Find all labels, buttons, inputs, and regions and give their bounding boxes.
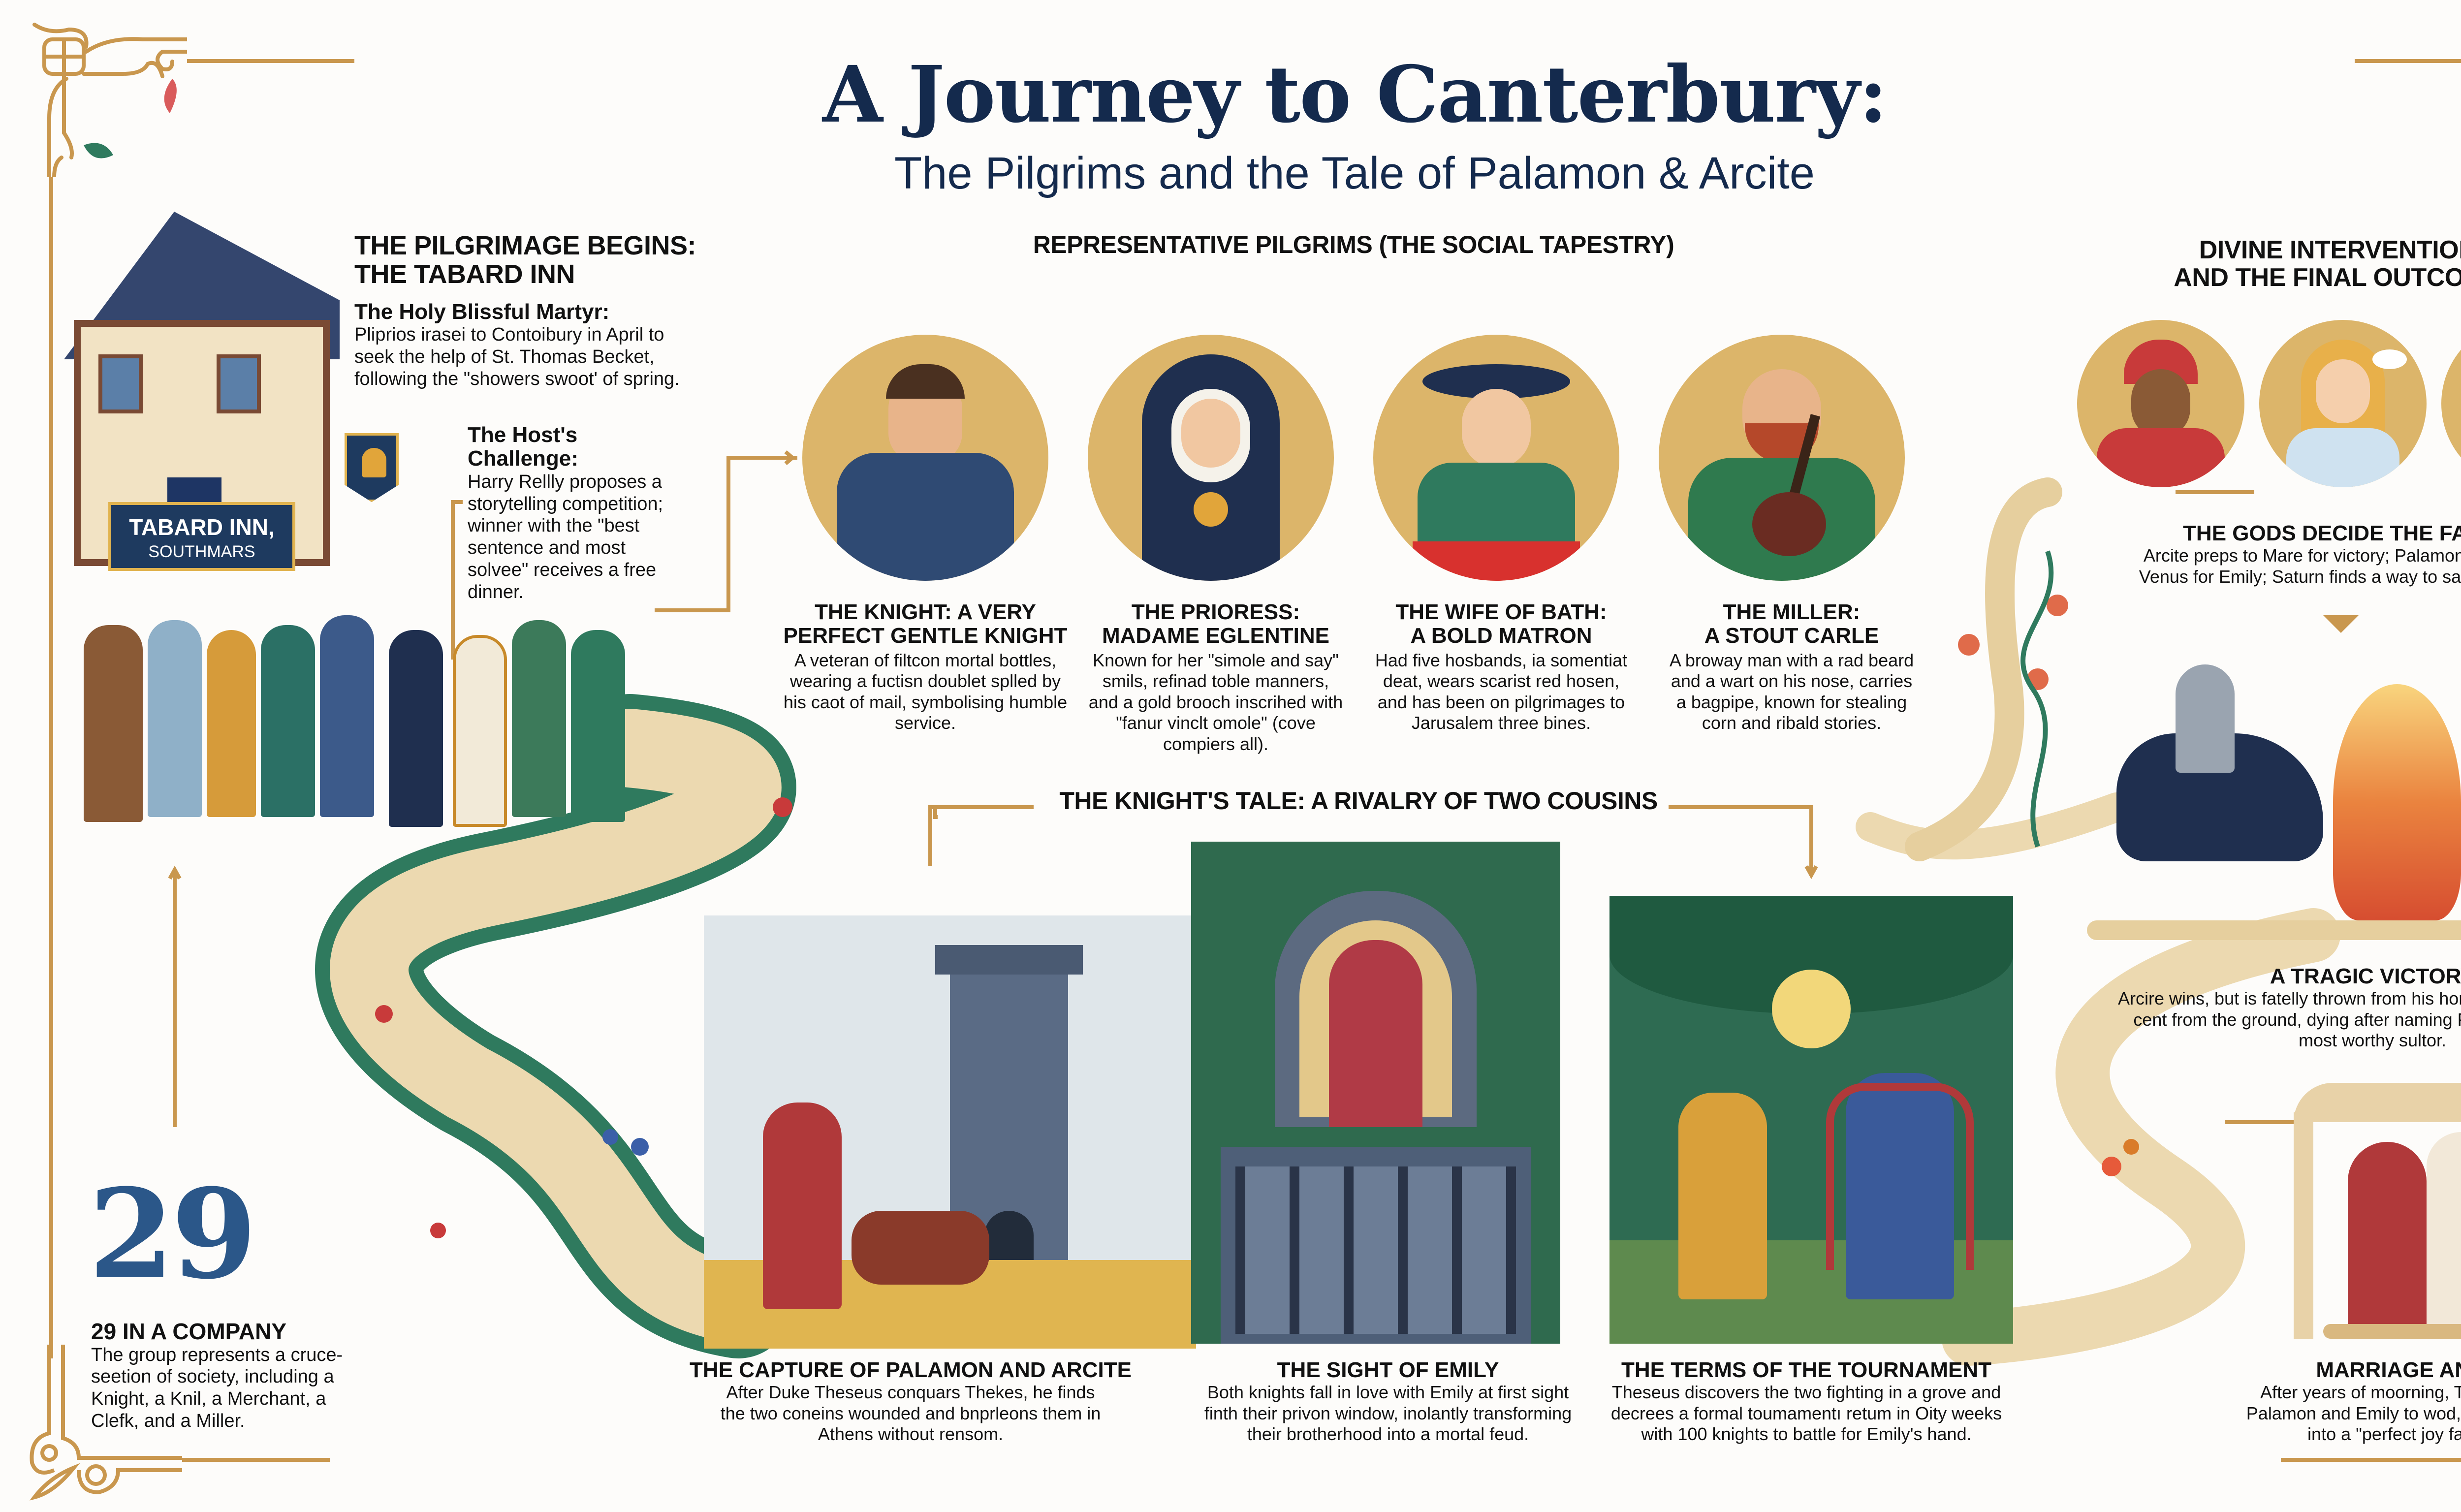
venus-portrait <box>2259 320 2427 487</box>
divine-heading-line2: AND THE FINAL OUTCOME <box>2174 263 2461 292</box>
scene-card-tournament: THE TERMS OF THE TOURNAMENT Theseus disc… <box>1605 1358 2008 1445</box>
scene-text: After Duke Theseus conquars Thekes, he f… <box>720 1382 1101 1445</box>
corner-ornament-bottom-left <box>30 1345 182 1501</box>
scene-title: THE CAPTURE OF PALAMON AND ARCITE <box>690 1358 1132 1382</box>
inn-sign-board: TABARD INN, SOUTHMARS <box>108 502 295 571</box>
page-subtitle: The Pilgrims and the Tale of Palamon & A… <box>894 148 1815 198</box>
knight-portrait <box>802 335 1048 581</box>
pilgrim-card-prioress: THE PRIORESS:MADAME EGLENTINE Known for … <box>1088 600 1344 755</box>
company-block: 29 IN A COMPANY The group represents a c… <box>91 1319 377 1432</box>
miller-portrait <box>1659 335 1905 581</box>
prioress-portrait <box>1088 335 1334 581</box>
martyr-title: The Holy Blissful Martyr: <box>354 300 610 324</box>
victory-block: A TRAGIC VICTORY Arcire wins, but is fat… <box>2116 964 2461 1051</box>
marriage-title: MARRIAGE AND PEACE <box>2316 1358 2461 1382</box>
border-top-right-line <box>2355 59 2461 64</box>
down-arrow-icon <box>2323 615 2359 633</box>
gods-title: THE GODS DECIDE THE FATE <box>2183 521 2461 545</box>
host-title: The Host's Challenge: <box>468 423 578 471</box>
gods-block: THE GODS DECIDE THE FATE Arcite preps to… <box>2116 521 2461 587</box>
pilgrim-card-wife-of-bath: THE WIFE OF BATH:A BOLD MATRON Had five … <box>1373 600 1629 734</box>
pilgrims-crowd-illustration <box>64 576 655 842</box>
scene-sight-of-emily-illustration <box>1191 842 1560 1344</box>
martyr-block: The Holy Blissful Martyr: Pliprios irase… <box>354 300 709 390</box>
company-text: The group represents a cruce-seetion of … <box>91 1344 343 1432</box>
border-bottom-right-line <box>2281 1458 2461 1463</box>
marriage-text: After years of moorning, Theseus arrange… <box>2246 1382 2461 1445</box>
page-title: A Journey to Canterbury: <box>822 49 1888 140</box>
corner-ornament-top-left <box>32 23 187 177</box>
pilgrims-heading: REPRESENTATIVE PILGRIMS (THE SOCIAL TAPE… <box>1033 231 1674 258</box>
inn-sign-line1: TABARD INN, <box>129 514 275 540</box>
host-text: Harry Rellly proposes a storytelling com… <box>468 471 663 602</box>
pilgrimage-heading-line2: THE TABARD INN <box>354 259 575 289</box>
company-count: 29 <box>89 1162 257 1306</box>
dove-icon <box>2372 349 2407 369</box>
scene-tournament-illustration <box>1609 896 2013 1344</box>
pilgrim-title: THE WIFE OF BATH:A BOLD MATRON <box>1395 600 1607 648</box>
divine-heading-line1: DIVINE INTERVENTION <box>2199 236 2461 264</box>
company-heading: 29 IN A COMPANY <box>91 1319 287 1344</box>
pilgrim-title: THE PRIORESS:MADAME EGLENTINE <box>1102 600 1329 648</box>
scene-text: Theseus discovers the two fighting in a … <box>1610 1382 2002 1445</box>
pilgrim-text: Had five hosbands, ia somentiat deat, we… <box>1375 650 1628 733</box>
scene-card-sight-of-emily: THE SIGHT OF EMILY Both knights fall in … <box>1191 1358 1585 1445</box>
martyr-text: Pliprios irasei to Contoibury in April t… <box>354 324 680 390</box>
knights-tale-heading: THE KNIGHT'S TALE: A RIVALRY OF TWO COUS… <box>1059 787 1658 815</box>
wife-of-bath-portrait <box>1373 335 1619 581</box>
pilgrim-text: Known for her "simole and say" smils, re… <box>1088 650 1343 754</box>
scene-title: THE TERMS OF THE TOURNAMENT <box>1621 1358 1992 1382</box>
mars-portrait <box>2077 320 2244 487</box>
border-bottom-left-line <box>182 1458 330 1463</box>
border-left-line <box>49 177 54 1358</box>
pilgrimage-heading-line1: THE PILGRIMAGE BEGINS: <box>354 231 696 260</box>
pilgrimage-heading: THE PILGRIMAGE BEGINS: THE TABARD INN <box>354 231 699 289</box>
marriage-block: MARRIAGE AND PEACE After years of moorni… <box>2244 1358 2461 1445</box>
pilgrim-text: A veteran of filtcon mortal bottles, wea… <box>783 650 1068 733</box>
border-top-left-line <box>187 59 354 64</box>
pilgrim-title: THE MILLER:A STOUT CARLE <box>1704 600 1879 648</box>
pilgrim-card-miller: THE MILLER:A STOUT CARLE A broway man wi… <box>1664 600 1920 734</box>
scene-text: Both knights fall in love with Emily at … <box>1204 1382 1572 1445</box>
tragic-victory-illustration <box>2087 655 2461 945</box>
scene-title: THE SIGHT OF EMILY <box>1277 1358 1499 1382</box>
victory-text: Arcire wins, but is fatelly thrown from … <box>2118 988 2461 1051</box>
bell-icon <box>362 448 386 477</box>
inn-sign-line2: SOUTHMARS <box>148 542 255 561</box>
victory-title: A TRAGIC VICTORY <box>2270 964 2461 988</box>
gods-text: Arcite preps to Mare for victory; Palamo… <box>2139 545 2461 587</box>
divine-heading: DIVINE INTERVENTION AND THE FINAL OUTCOM… <box>2126 236 2461 291</box>
host-challenge-block: The Host's Challenge: Harry Rellly propo… <box>468 423 689 603</box>
marriage-illustration <box>2284 1083 2461 1339</box>
pilgrim-text: A broway man with a rad beard and a wart… <box>1669 650 1914 733</box>
scene-capture-illustration <box>704 915 1196 1349</box>
scene-card-capture: THE CAPTURE OF PALAMON AND ARCITE After … <box>689 1358 1132 1445</box>
